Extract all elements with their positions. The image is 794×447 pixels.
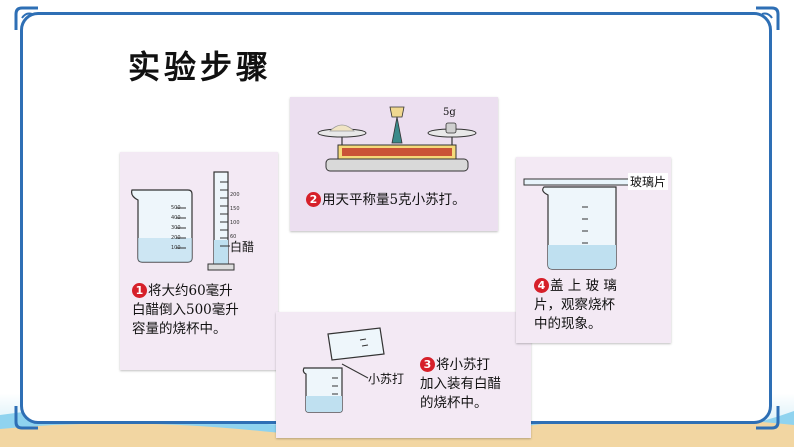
leader-line [220, 245, 230, 247]
beaker-mark: 500 [171, 205, 181, 211]
beaker-scale: 500 400 300 200 100 [171, 203, 181, 253]
step4-line: 盖 上 玻 璃 [550, 278, 617, 294]
beaker-mark: 300 [171, 225, 181, 231]
corner-ornament-bottom-right [756, 406, 780, 430]
cylinder-mark: 100 [230, 220, 240, 226]
step1-line: 将大约60毫升 [148, 283, 233, 299]
corner-ornament-bottom-left [14, 406, 38, 430]
page-title: 实验步骤 [128, 48, 273, 86]
step1-line: 容量的烧杯中。 [132, 321, 227, 337]
step1-line: 白醋倒入500毫升 [132, 302, 239, 318]
beaker-mark: 200 [171, 235, 181, 241]
beaker-mark: 400 [171, 215, 181, 221]
cylinder-mark: 150 [230, 206, 240, 212]
step4-badge: 4 [534, 278, 549, 293]
cylinder-scale: 200 150 100 60 [230, 188, 240, 244]
covered-beaker-icon [523, 178, 631, 270]
step2-badge: 2 [306, 192, 321, 207]
corner-ornament-top-right [756, 6, 780, 30]
beaker-500ml-icon [131, 189, 193, 263]
cylinder-mark: 60 [230, 234, 237, 240]
step1-badge: 1 [132, 283, 147, 298]
step3-badge: 3 [420, 357, 435, 372]
balance-scale-icon [317, 106, 477, 172]
step3-line: 的烧杯中。 [420, 395, 488, 411]
vinegar-label: 白醋 [230, 240, 255, 254]
receiving-beaker-icon [302, 367, 343, 413]
cylinder-mark: 200 [230, 192, 240, 198]
step4-line: 中的现象。 [534, 316, 602, 332]
baking-soda-label: 小苏打 [368, 372, 405, 386]
step2-text: 用天平称量5克小苏打。 [322, 192, 466, 208]
beaker-mark: 100 [171, 245, 181, 251]
weight-label: 5g [443, 107, 456, 118]
pouring-beaker-icon [327, 327, 385, 361]
glass-slide-label: 玻璃片 [628, 173, 669, 190]
corner-ornament-top-left [14, 6, 38, 30]
step3-line: 将小苏打 [436, 357, 490, 373]
leader-line [341, 363, 369, 379]
step4-line: 片，观察烧杯 [534, 297, 615, 313]
step3-line: 加入装有白醋 [420, 376, 501, 392]
